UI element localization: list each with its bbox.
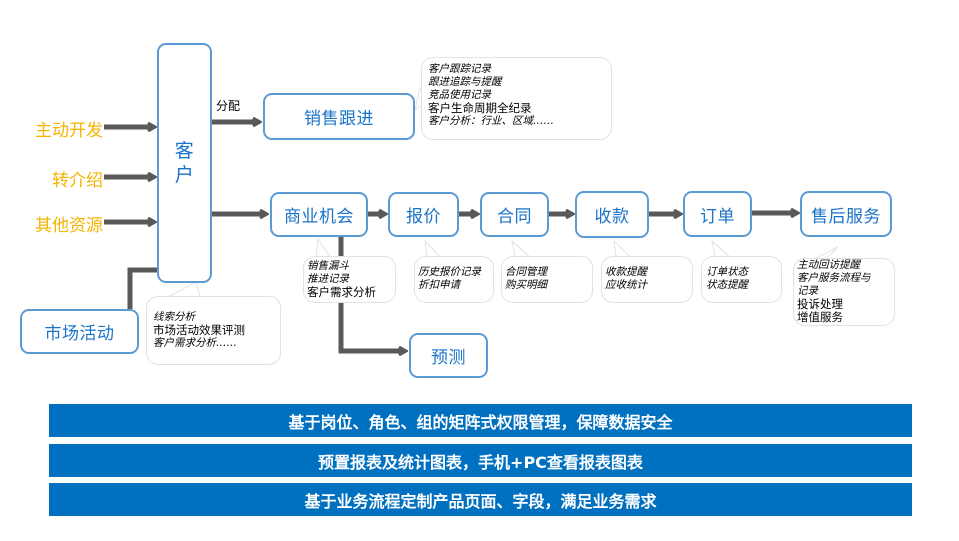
pipeline-node-payment[interactable]: 收款 [575, 191, 649, 238]
callout-line: 客户跟踪记录 [428, 63, 491, 75]
market-activity-callout: 线索分析 市场活动效果评测 客户需求分析…… [146, 296, 281, 365]
callout-tail-order [711, 239, 731, 258]
callout-line: 历史报价记录 [418, 266, 481, 278]
connector-market-customer [127, 267, 157, 309]
quote-callout: 历史报价记录 折扣申请 [414, 256, 494, 303]
customer-label-char-2: 户 [174, 164, 195, 186]
callout-tail-contract [511, 239, 531, 258]
pipeline-node-order[interactable]: 订单 [683, 191, 752, 237]
payment-callout: 收款提醒 应收统计 [601, 256, 693, 303]
callout-line: 线索分析 [153, 311, 195, 323]
callout-line: 竞品使用记录 [428, 89, 491, 101]
opportunity-callout: 销售漏斗 推进记录 客户需求分析 [303, 256, 396, 303]
customer-label-char-1: 客 [174, 140, 195, 162]
banner-permissions: 基于岗位、角色、组的矩阵式权限管理，保障数据安全 [49, 404, 912, 437]
contract-callout: 合同管理 购买明细 [501, 256, 593, 303]
callout-line: 应收统计 [605, 279, 647, 291]
aftersales-callout: 主动回访提醒 客户服务流程与 记录 投诉处理 增值服务 [793, 258, 895, 326]
pipeline-node-contract[interactable]: 合同 [480, 192, 549, 237]
callout-line: 销售漏斗 [307, 260, 349, 272]
callout-line: 客户服务流程与 [797, 272, 871, 284]
source-referral: 转介绍 [52, 171, 103, 191]
order-callout: 订单状态 状态提醒 [701, 256, 782, 303]
banner-reports: 预置报表及统计图表，手机+PC查看报表图表 [49, 444, 912, 477]
callout-line: 订单状态 [706, 266, 748, 278]
callout-line: 状态提醒 [706, 279, 748, 291]
callout-line: 客户需求分析…… [153, 337, 237, 349]
callout-line: 客户生命周期全纪录 [428, 101, 532, 115]
callout-line: 市场活动效果评测 [153, 323, 245, 337]
callout-tail-opportunity [315, 237, 331, 258]
assign-label: 分配 [216, 99, 241, 113]
source-active-development: 主动开发 [35, 121, 103, 141]
callout-line: 投诉处理 [797, 297, 843, 311]
callout-line: 主动回访提醒 [797, 259, 860, 271]
callout-line: 收款提醒 [605, 266, 647, 278]
callout-line: 合同管理 [505, 266, 547, 278]
callout-line: 增值服务 [797, 310, 843, 324]
callout-tail-market [167, 281, 201, 298]
sales-followup-node[interactable]: 销售跟进 [263, 93, 415, 140]
callout-line: 客户需求分析 [307, 285, 376, 299]
callout-line: 购买明细 [505, 279, 547, 291]
callout-tail-aftersales [813, 246, 839, 260]
pipeline-node-aftersales[interactable]: 售后服务 [800, 191, 892, 237]
callout-line: 折扣申请 [418, 279, 460, 291]
callout-line: 跟进追踪与提醒 [428, 76, 502, 88]
callout-line: 推进记录 [307, 273, 349, 285]
callout-tail-quote [424, 239, 441, 258]
banner-customization: 基于业务流程定制产品页面、字段，满足业务需求 [49, 483, 912, 516]
sales-followup-callout: 客户跟踪记录 跟进追踪与提醒 竞品使用记录 客户生命周期全纪录 客户分析：行业、… [421, 57, 612, 140]
customer-node[interactable]: 客 户 [157, 43, 212, 283]
forecast-node[interactable]: 预测 [409, 333, 488, 378]
source-other-resources: 其他资源 [35, 216, 103, 236]
callout-tail-payment [613, 239, 631, 258]
callout-line: 客户分析：行业、区域…… [428, 115, 554, 127]
pipeline-node-quote[interactable]: 报价 [388, 192, 459, 237]
callout-line: 记录 [797, 285, 818, 297]
market-activity-node[interactable]: 市场活动 [20, 309, 139, 354]
pipeline-node-opportunity[interactable]: 商业机会 [270, 192, 368, 237]
